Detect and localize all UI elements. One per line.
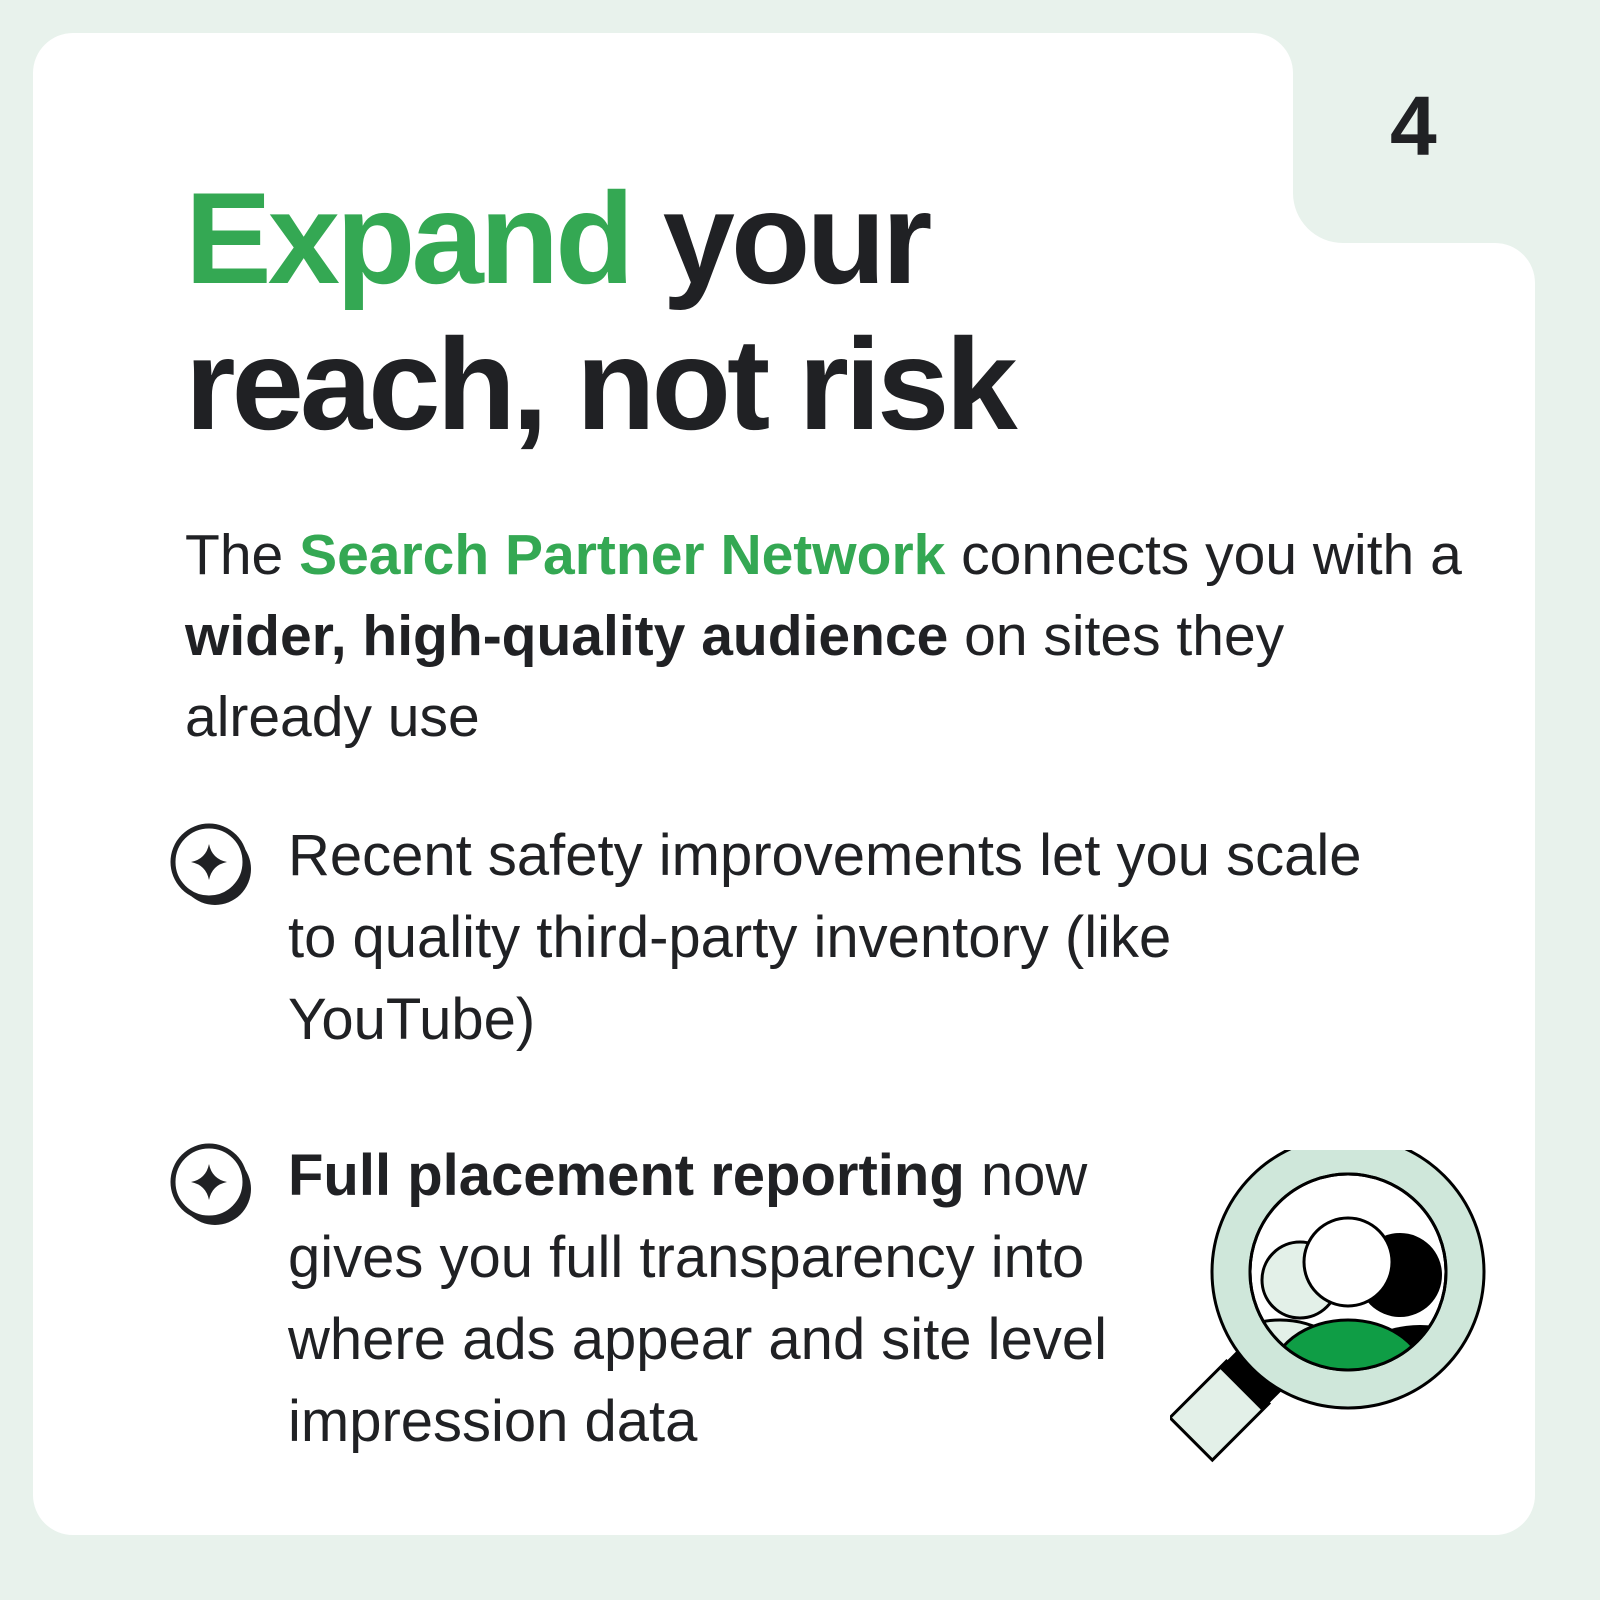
bullet-text: Recent safety improvements let you scale… <box>288 823 1362 1052</box>
title-line2: reach, not risk <box>185 311 1018 457</box>
page-number: 4 <box>1390 79 1437 173</box>
intro-text: The Search Partner Network connects you … <box>185 515 1465 758</box>
intro-part: connects you with a <box>945 523 1462 587</box>
sparkle-icon <box>170 1143 251 1225</box>
title-line1: your <box>630 165 933 311</box>
bullet-rest: now gives you full transparency into whe… <box>288 1143 1107 1454</box>
sparkle-icon <box>170 823 251 905</box>
intro-highlight: Search Partner Network <box>299 523 946 587</box>
intro-part: on sites they already use <box>185 604 1285 749</box>
intro-part: The <box>185 523 300 587</box>
magnifier-audience-illustration <box>1170 1150 1486 1463</box>
bullet-item: Full placement reporting now gives you f… <box>170 1135 1170 1463</box>
title-highlight: Expand <box>185 165 635 311</box>
intro-bold: wider, high-quality audience <box>185 604 949 668</box>
bullet-bold: Full placement reporting <box>288 1143 965 1208</box>
bullet-item: Recent safety improvements let you scale… <box>170 815 1370 1061</box>
bullet-text: Full placement reporting now gives you f… <box>288 1135 1170 1463</box>
